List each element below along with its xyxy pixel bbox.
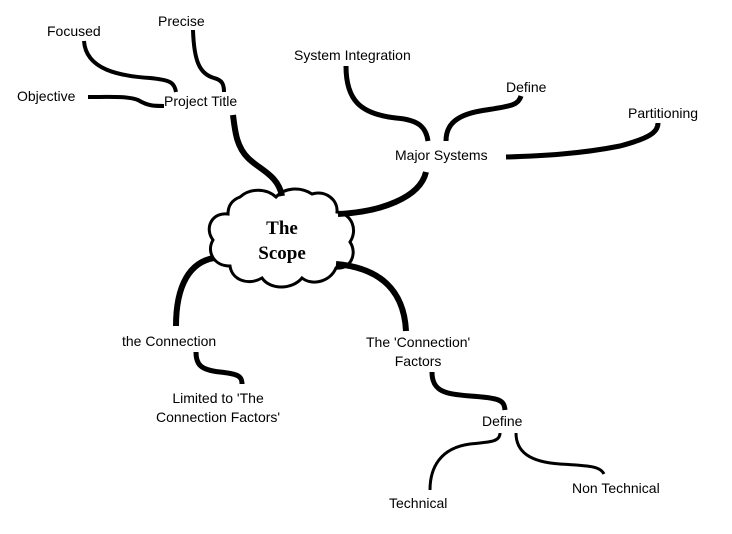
link-scope-major-systems [337,171,429,217]
center-node-label: The Scope [258,218,306,264]
link-project-title-precise [191,29,226,93]
node-limited-to: Limited to 'The Connection Factors' [156,390,281,425]
node-project-title: Project Title [164,93,238,109]
node-major-systems: Major Systems [395,147,488,163]
link-major-systems-system-integration [343,65,431,142]
node-partitioning: Partitioning [628,105,699,121]
node-define-major-systems: Define [506,79,547,95]
node-the-connection: the Connection [122,333,217,349]
link-scope-project-title [230,114,285,197]
node-connection-factors: The 'Connection' Factors [366,334,471,369]
node-technical: Technical [389,495,448,511]
node-system-integration: System Integration [294,47,411,63]
link-scope-connection-factors [335,261,409,332]
link-project-title-focused [82,40,178,93]
link-scope-the-connection [173,255,215,327]
node-non-technical: Non Technical [572,480,660,496]
node-precise: Precise [158,13,205,29]
link-major-systems-define [443,95,524,142]
center-cloud-shape [207,187,355,289]
link-major-systems-partitioning [505,122,661,160]
node-focused: Focused [47,23,101,39]
link-connection-factors-define [429,371,508,411]
link-define-technical [428,432,502,491]
link-the-connection-limited-to [193,351,245,385]
node-define-connection-factors: Define [482,413,523,429]
link-define-non-technical [514,432,606,475]
link-project-title-objective [87,94,165,108]
node-objective: Objective [17,88,76,104]
